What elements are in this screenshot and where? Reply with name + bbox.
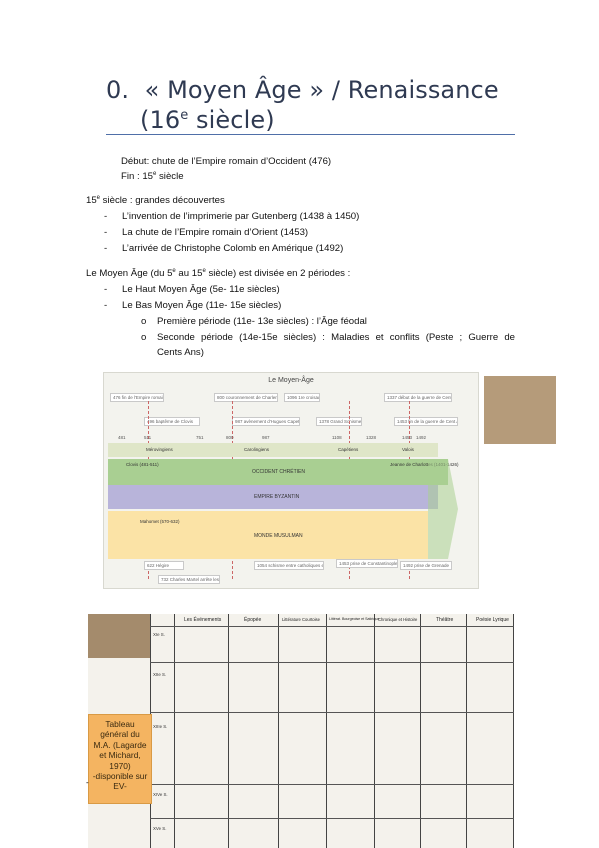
dash-icon: - bbox=[104, 227, 108, 238]
table-header: Épopée bbox=[244, 617, 262, 623]
dash-icon: - bbox=[104, 300, 108, 311]
page-title: 0. « Moyen Âge » / Renaissance bbox=[106, 76, 499, 104]
dynasty-label: Carolingiens bbox=[244, 447, 270, 452]
moyen-age-timeline: Le Moyen-Âge 476 fin de l'Empire romain … bbox=[103, 372, 479, 589]
timeline-event: 1096 1re croisade bbox=[284, 393, 320, 402]
tick-label: 751 bbox=[196, 435, 204, 440]
century-label: XIe S. bbox=[153, 632, 165, 637]
tick-label: 987 bbox=[262, 435, 270, 440]
page-title-line2: (16e siècle) bbox=[140, 106, 275, 134]
timeline-event: 496 baptême de Clovis bbox=[144, 417, 200, 426]
timeline-event-bottom: 732 Charles Martel arrête les Arabes bbox=[158, 575, 220, 584]
timeline-event-bottom: 1492 prise de Grenade bbox=[400, 561, 452, 570]
tableau-note: Tableau général du M.A. (Lagarde et Mich… bbox=[88, 714, 152, 804]
title-line1: « Moyen Âge » / Renaissance bbox=[144, 76, 499, 104]
side-label: Clovis (481-511) bbox=[126, 462, 159, 467]
decorative-block bbox=[88, 614, 150, 658]
table-header: Les Événements bbox=[184, 617, 222, 623]
list-item-bas-moyen-age: Le Bas Moyen Âge (11e- 15e siècles) bbox=[122, 300, 282, 311]
tick-label: 1108 bbox=[332, 435, 342, 440]
century-label: XIIIe S. bbox=[153, 724, 168, 729]
table-header: Littérature Courtoise bbox=[282, 617, 320, 622]
timeline-event-bottom: 1054 schisme entre catholiques et orthod… bbox=[254, 561, 324, 570]
sub-item-premiere-periode: Première période (11e- 13e siècles) : l’… bbox=[157, 316, 367, 327]
century-label: XIVe S. bbox=[153, 792, 168, 797]
tick-label: 1453 bbox=[402, 435, 413, 440]
list-item: L’arrivée de Christophe Colomb en Amériq… bbox=[122, 243, 344, 254]
timeline-event: 800 couronnement de Charlemagne · 843 pa… bbox=[214, 393, 278, 402]
periods-intro: Le Moyen Âge (du 5e au 15e siècle) est d… bbox=[86, 267, 351, 279]
century-label: XIIe S. bbox=[153, 672, 167, 677]
table-header: Poésie Lyrique bbox=[476, 617, 509, 623]
circle-bullet-icon: o bbox=[141, 332, 147, 343]
title-underline bbox=[106, 134, 515, 135]
table-header: Théâtre bbox=[436, 617, 454, 623]
dynasty-label: Mérovingiens bbox=[146, 447, 173, 452]
tick-label: 481 bbox=[118, 435, 126, 440]
tableau-general-image bbox=[88, 614, 514, 848]
tableau-note-text: Tableau général du M.A. (Lagarde et Mich… bbox=[92, 719, 148, 792]
timeline-event: 1378 Grand Schisme bbox=[316, 417, 362, 426]
list-item: La chute de l’Empire romain d’Orient (14… bbox=[122, 227, 309, 238]
timeline-event: 1337 début de la guerre de Cent Ans bbox=[384, 393, 452, 402]
timeline-arrow-head bbox=[428, 459, 458, 559]
side-label: Jeanne de Charlottes (1401-1426) bbox=[390, 462, 459, 467]
tick-label: 1328 bbox=[366, 435, 377, 440]
timeline-event: 476 fin de l'Empire romain d'Occident bbox=[110, 393, 164, 402]
band-label-musulman: MONDE MUSULMAN bbox=[254, 533, 303, 539]
title-number: 0. bbox=[106, 76, 130, 104]
century-label: XVe S. bbox=[153, 826, 167, 831]
fin-line: Fin : 15e siècle bbox=[121, 170, 184, 182]
dash-icon: - bbox=[104, 243, 108, 254]
band-musulman bbox=[108, 511, 428, 559]
tableau-general: Les Événements Épopée Littérature Courto… bbox=[150, 614, 514, 848]
tick-label: 1492 bbox=[416, 435, 427, 440]
list-item-haut-moyen-age: Le Haut Moyen Âge (5e- 11e siècles) bbox=[122, 284, 280, 295]
dynasties-band bbox=[108, 443, 438, 457]
tick-label: 511 bbox=[144, 435, 152, 440]
timeline-event: 987 avènement d'Hugues Capet bbox=[232, 417, 300, 426]
tick-label: 800 bbox=[226, 435, 234, 440]
dash-icon: - bbox=[86, 778, 89, 787]
debut-line: Début: chute de l’Empire romain d’Occide… bbox=[121, 156, 332, 167]
decorative-block bbox=[484, 376, 556, 444]
table-header: Chronique et Histoire bbox=[378, 617, 418, 622]
band-label-occident: OCCIDENT CHRÉTIEN bbox=[252, 469, 305, 475]
timeline-event-bottom: 622 Hégire bbox=[144, 561, 184, 570]
side-label: Mahomet (570-632) bbox=[140, 519, 180, 524]
dash-icon: - bbox=[104, 211, 108, 222]
band-occident bbox=[108, 459, 448, 485]
sub-item-seconde-periode: Seconde période (14e-15e siècles) : Mala… bbox=[157, 332, 515, 343]
timeline-event: 1453 fin de la guerre de Cent Ans bbox=[394, 417, 458, 426]
table-header: Littérat. Bourgeoise et Satirique bbox=[329, 617, 380, 621]
dynasty-label: Valois bbox=[402, 447, 414, 452]
list-item: L’invention de l’imprimerie par Gutenber… bbox=[122, 211, 360, 222]
dash-icon: - bbox=[104, 284, 108, 295]
sub-item-seconde-periode-cont: Cents Ans) bbox=[157, 347, 204, 358]
band-byzance bbox=[108, 485, 438, 509]
circle-bullet-icon: o bbox=[141, 316, 147, 327]
timeline-title: Le Moyen-Âge bbox=[268, 377, 314, 384]
band-label-byzance: EMPIRE BYZANTIN bbox=[254, 494, 300, 500]
section-15e-heading: 15e siècle : grandes découvertes bbox=[86, 194, 225, 206]
timeline-event-bottom: 1453 prise de Constantinople par les Tur… bbox=[336, 559, 398, 568]
dynasty-label: Capétiens bbox=[338, 447, 359, 452]
